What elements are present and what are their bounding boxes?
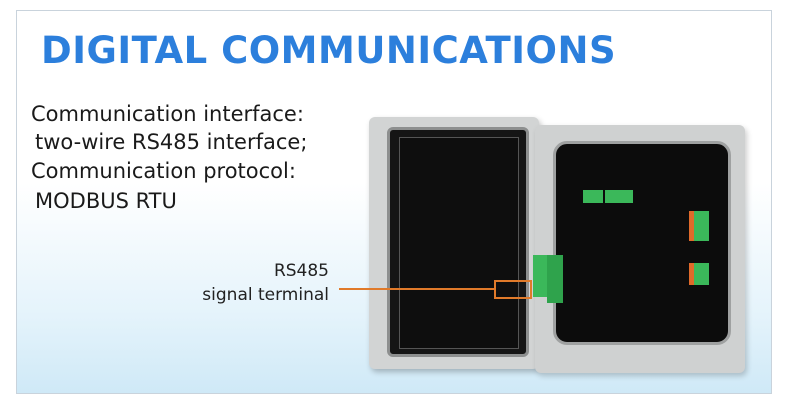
power-terminal <box>689 263 709 285</box>
page-title: DIGITAL COMMUNICATIONS <box>41 29 617 72</box>
callout-signal-terminal: signal terminal <box>202 285 329 305</box>
interface-value: two-wire RS485 interface; <box>35 130 308 154</box>
callout-line <box>339 288 495 290</box>
terminal-block <box>605 190 633 203</box>
interface-label: Communication interface: <box>31 102 304 126</box>
callout-highlight-box <box>494 280 532 299</box>
relay-terminal <box>689 211 709 241</box>
protocol-value: MODBUS RTU <box>35 189 177 213</box>
rs485-terminal <box>533 255 547 297</box>
protocol-label: Communication protocol: <box>31 159 296 183</box>
terminal-block <box>583 190 603 203</box>
product-banner: DIGITAL COMMUNICATIONS Communication int… <box>16 10 772 394</box>
callout-rs485: RS485 <box>273 261 329 281</box>
